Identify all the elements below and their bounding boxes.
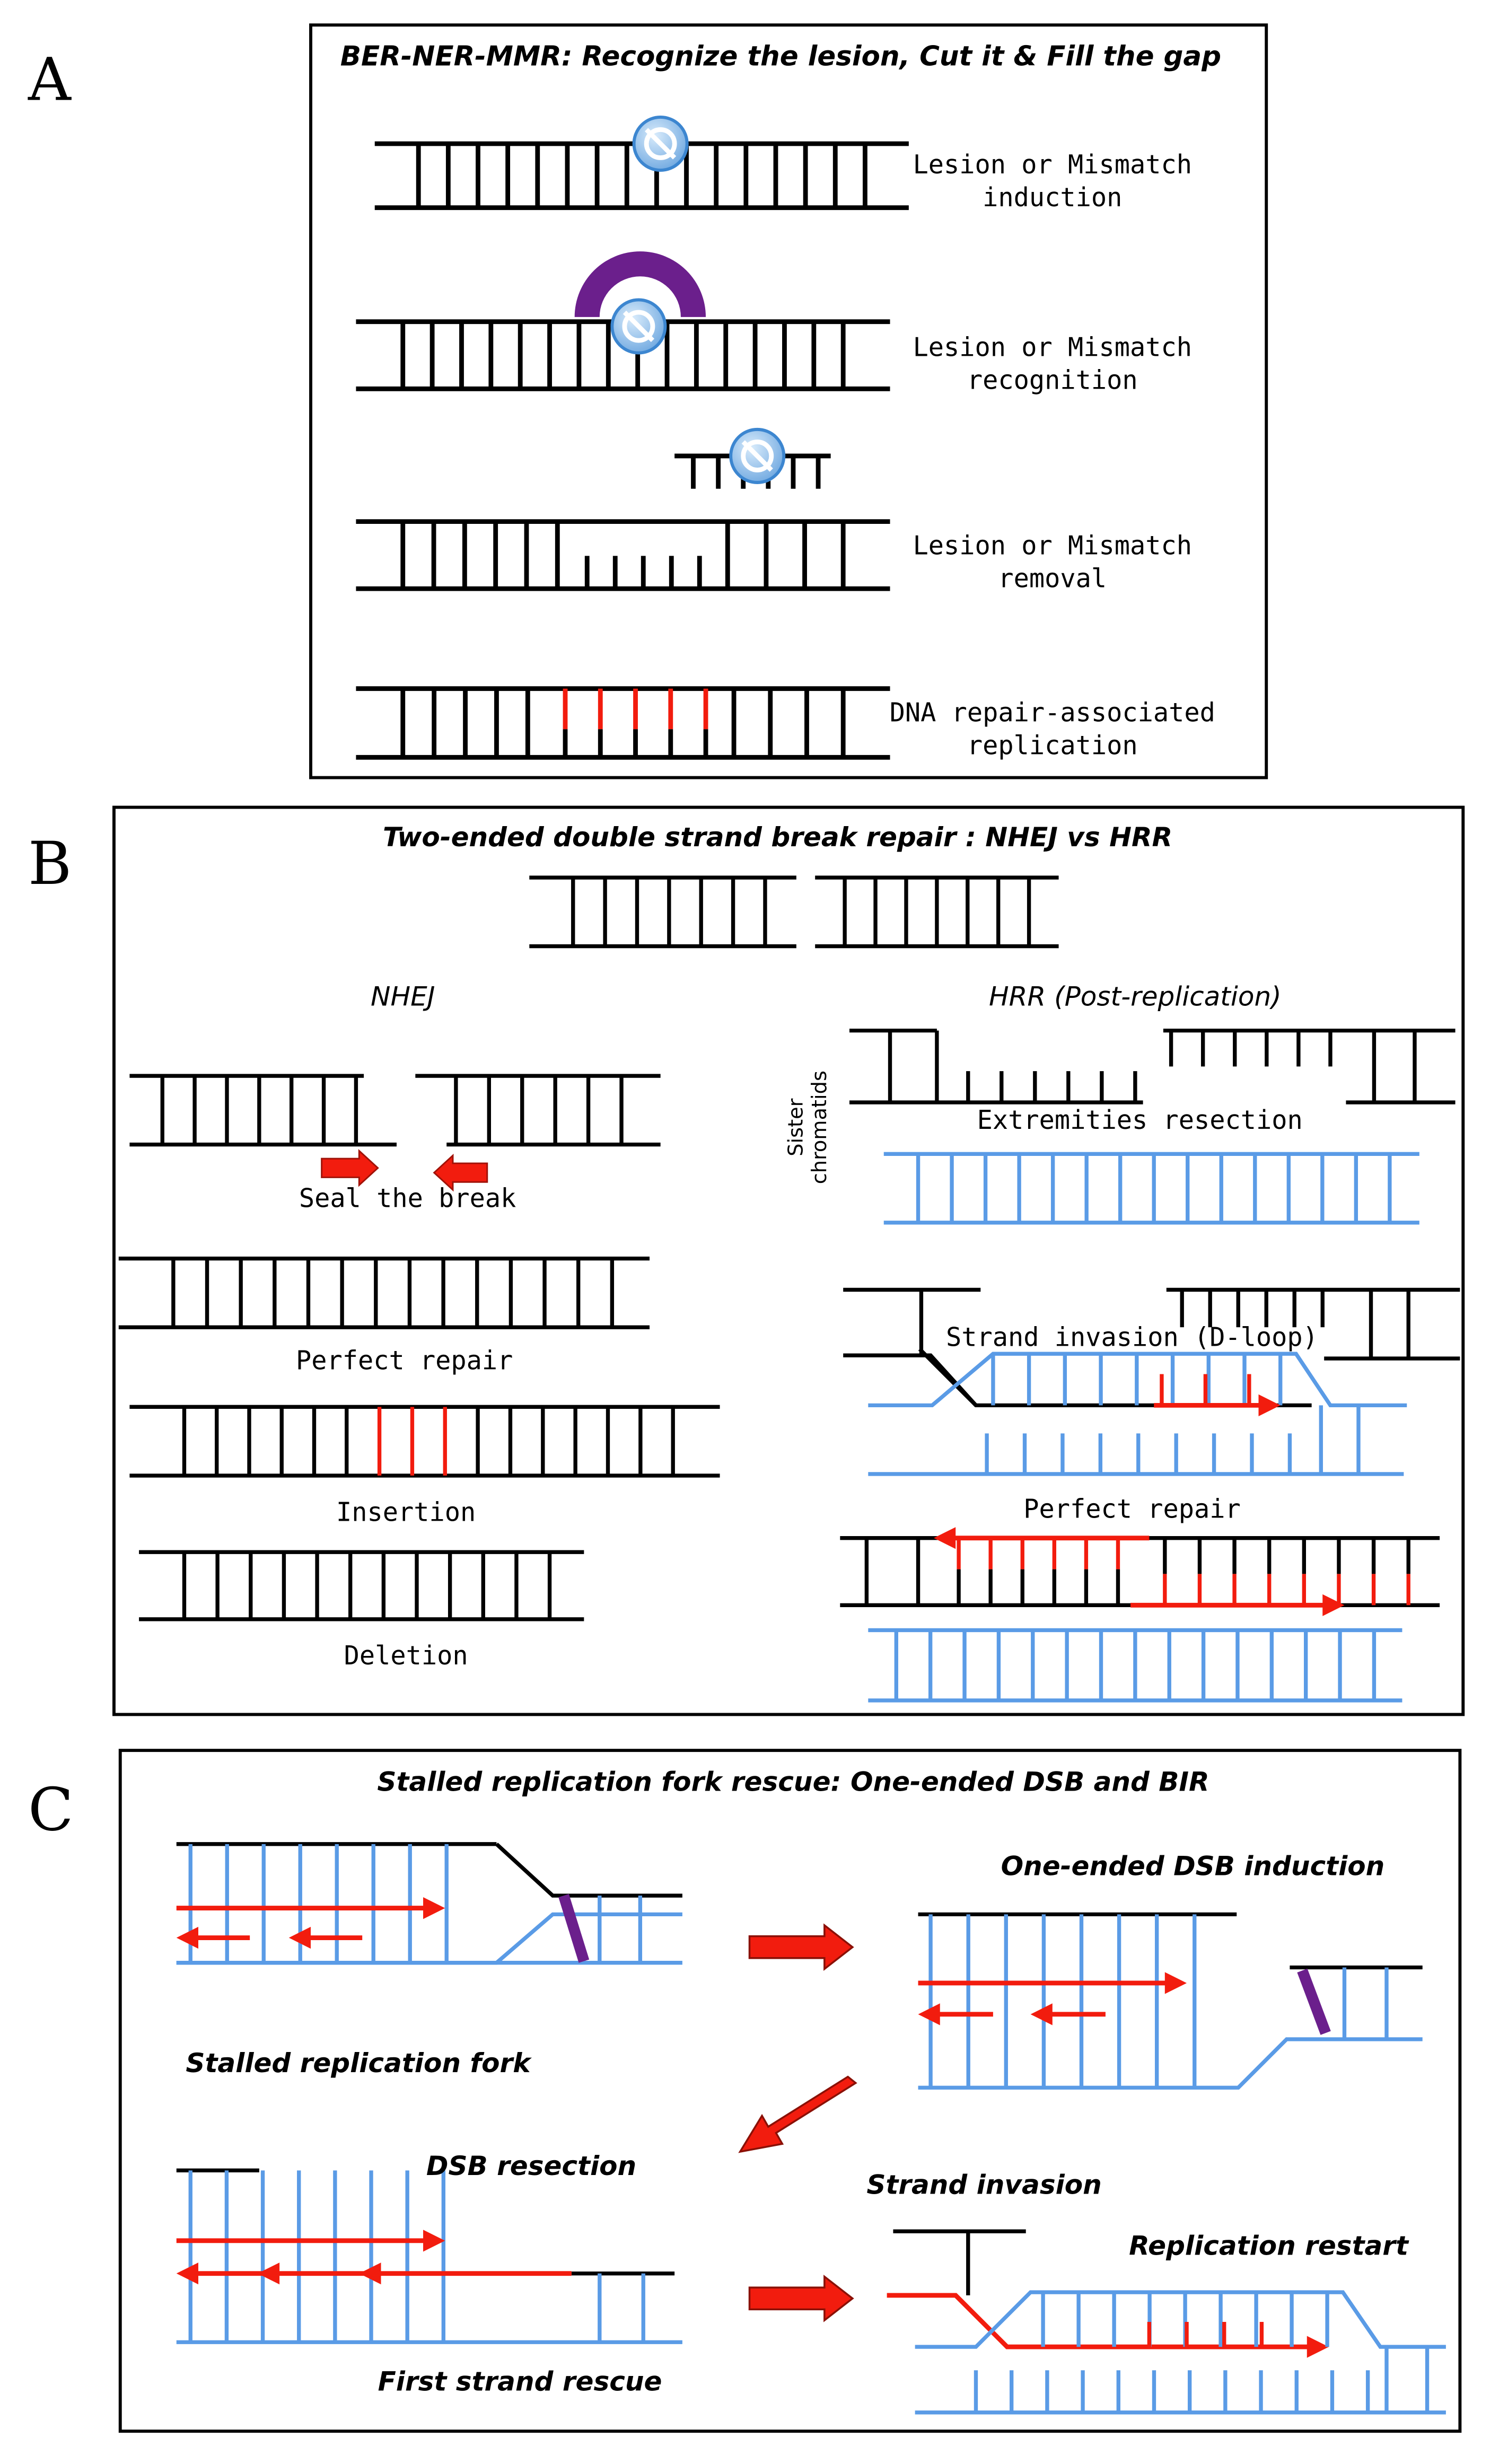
strand-arrowhead-icon [176,1926,198,1949]
panel-b-letter: B [28,829,72,898]
stall-protein-icon [558,1893,590,1963]
panel-c-frame [118,1749,1462,2433]
deletion-label: Deletion [344,1641,468,1671]
panel-a-frame [309,23,1268,779]
panel-c-dna-diagrams [176,1842,1446,2415]
strand-arrowhead-icon [933,1527,956,1549]
hrr-header: HRR (Post-replication) [989,981,1282,1012]
panel-b-frame [112,805,1465,1716]
invading-strand [887,2293,1312,2349]
sister-strand [915,2290,1446,2349]
strand-line [918,1347,1312,1408]
lesion-icon [729,427,786,484]
replication-restart-label: Replication restart [1129,2230,1409,2261]
perfect-repair-nhej-label: Perfect repair [296,1346,513,1376]
strand-line [495,1843,682,1898]
stall-protein-icon [1297,1968,1331,2035]
one-ended-dsb-label: One-ended DSB induction [1001,1851,1385,1882]
sister-chromatids-label: Sisterchromatids [784,1071,831,1184]
panel-a-dna-diagrams [356,141,909,760]
strand-line [843,1353,978,1407]
strand-arrowhead-icon [257,2263,280,2285]
nhej-header: NHEJ [371,981,435,1012]
perfect-repair-hrr-label: Perfect repair [1023,1494,1240,1524]
lesion-icon [632,115,689,172]
extremities-resection-label: Extremities resection [977,1106,1303,1135]
sister-strand [176,1912,682,1965]
strand-arrowhead-icon [1307,2336,1329,2358]
recognition-protein-icon [574,251,706,317]
strand-arrowhead-icon [176,2263,198,2285]
seal-arrow-right-icon [321,1149,379,1187]
stalled-fork-label: Stalled replication fork [186,2048,532,2079]
transition-arrow-right-icon [748,2274,854,2322]
sister-strand [918,2037,1423,2090]
strand-arrowhead-icon [1322,1594,1345,1616]
panel-c-letter: C [28,1775,74,1844]
panel-c-title: Stalled replication fork rescue: One-end… [377,1767,1209,1797]
seal-arrow-left-icon [433,1153,488,1192]
insertion-label: Insertion [336,1497,476,1527]
transition-arrow-diagonal-icon [738,2075,857,2153]
first-strand-rescue-label: First strand rescue [378,2366,662,2397]
panel-a-letter: A [28,46,72,115]
panel-b-title: Two-ended double strand break repair : N… [383,822,1172,853]
strand-arrowhead-icon [423,1897,445,1919]
dsb-resection-label: DSB resection [426,2151,636,2181]
strand-invasion-label: Strand invasion [866,2169,1101,2200]
transition-arrow-right-icon [748,1923,854,1971]
strand-arrowhead-icon [423,2230,445,2252]
strand-arrowhead-icon [1164,1972,1187,1994]
sister-strand [868,1352,1407,1408]
lesion-icon [610,298,667,355]
strand-arrowhead-icon [288,1926,311,1949]
seal-the-break-label: Seal the break [299,1183,516,1213]
strand-arrowhead-icon [1030,2003,1053,2025]
strand-invasion-dloop-label: Strand invasion (D-loop) [946,1322,1318,1352]
strand-arrowhead-icon [1258,1394,1281,1416]
strand-arrowhead-icon [918,2003,940,2025]
strand-arrowhead-icon [359,2263,381,2285]
panel-b-dna-diagrams [118,875,1460,1703]
panel-a-title: BER-NER-MMR: Recognize the lesion, Cut i… [340,41,1221,73]
